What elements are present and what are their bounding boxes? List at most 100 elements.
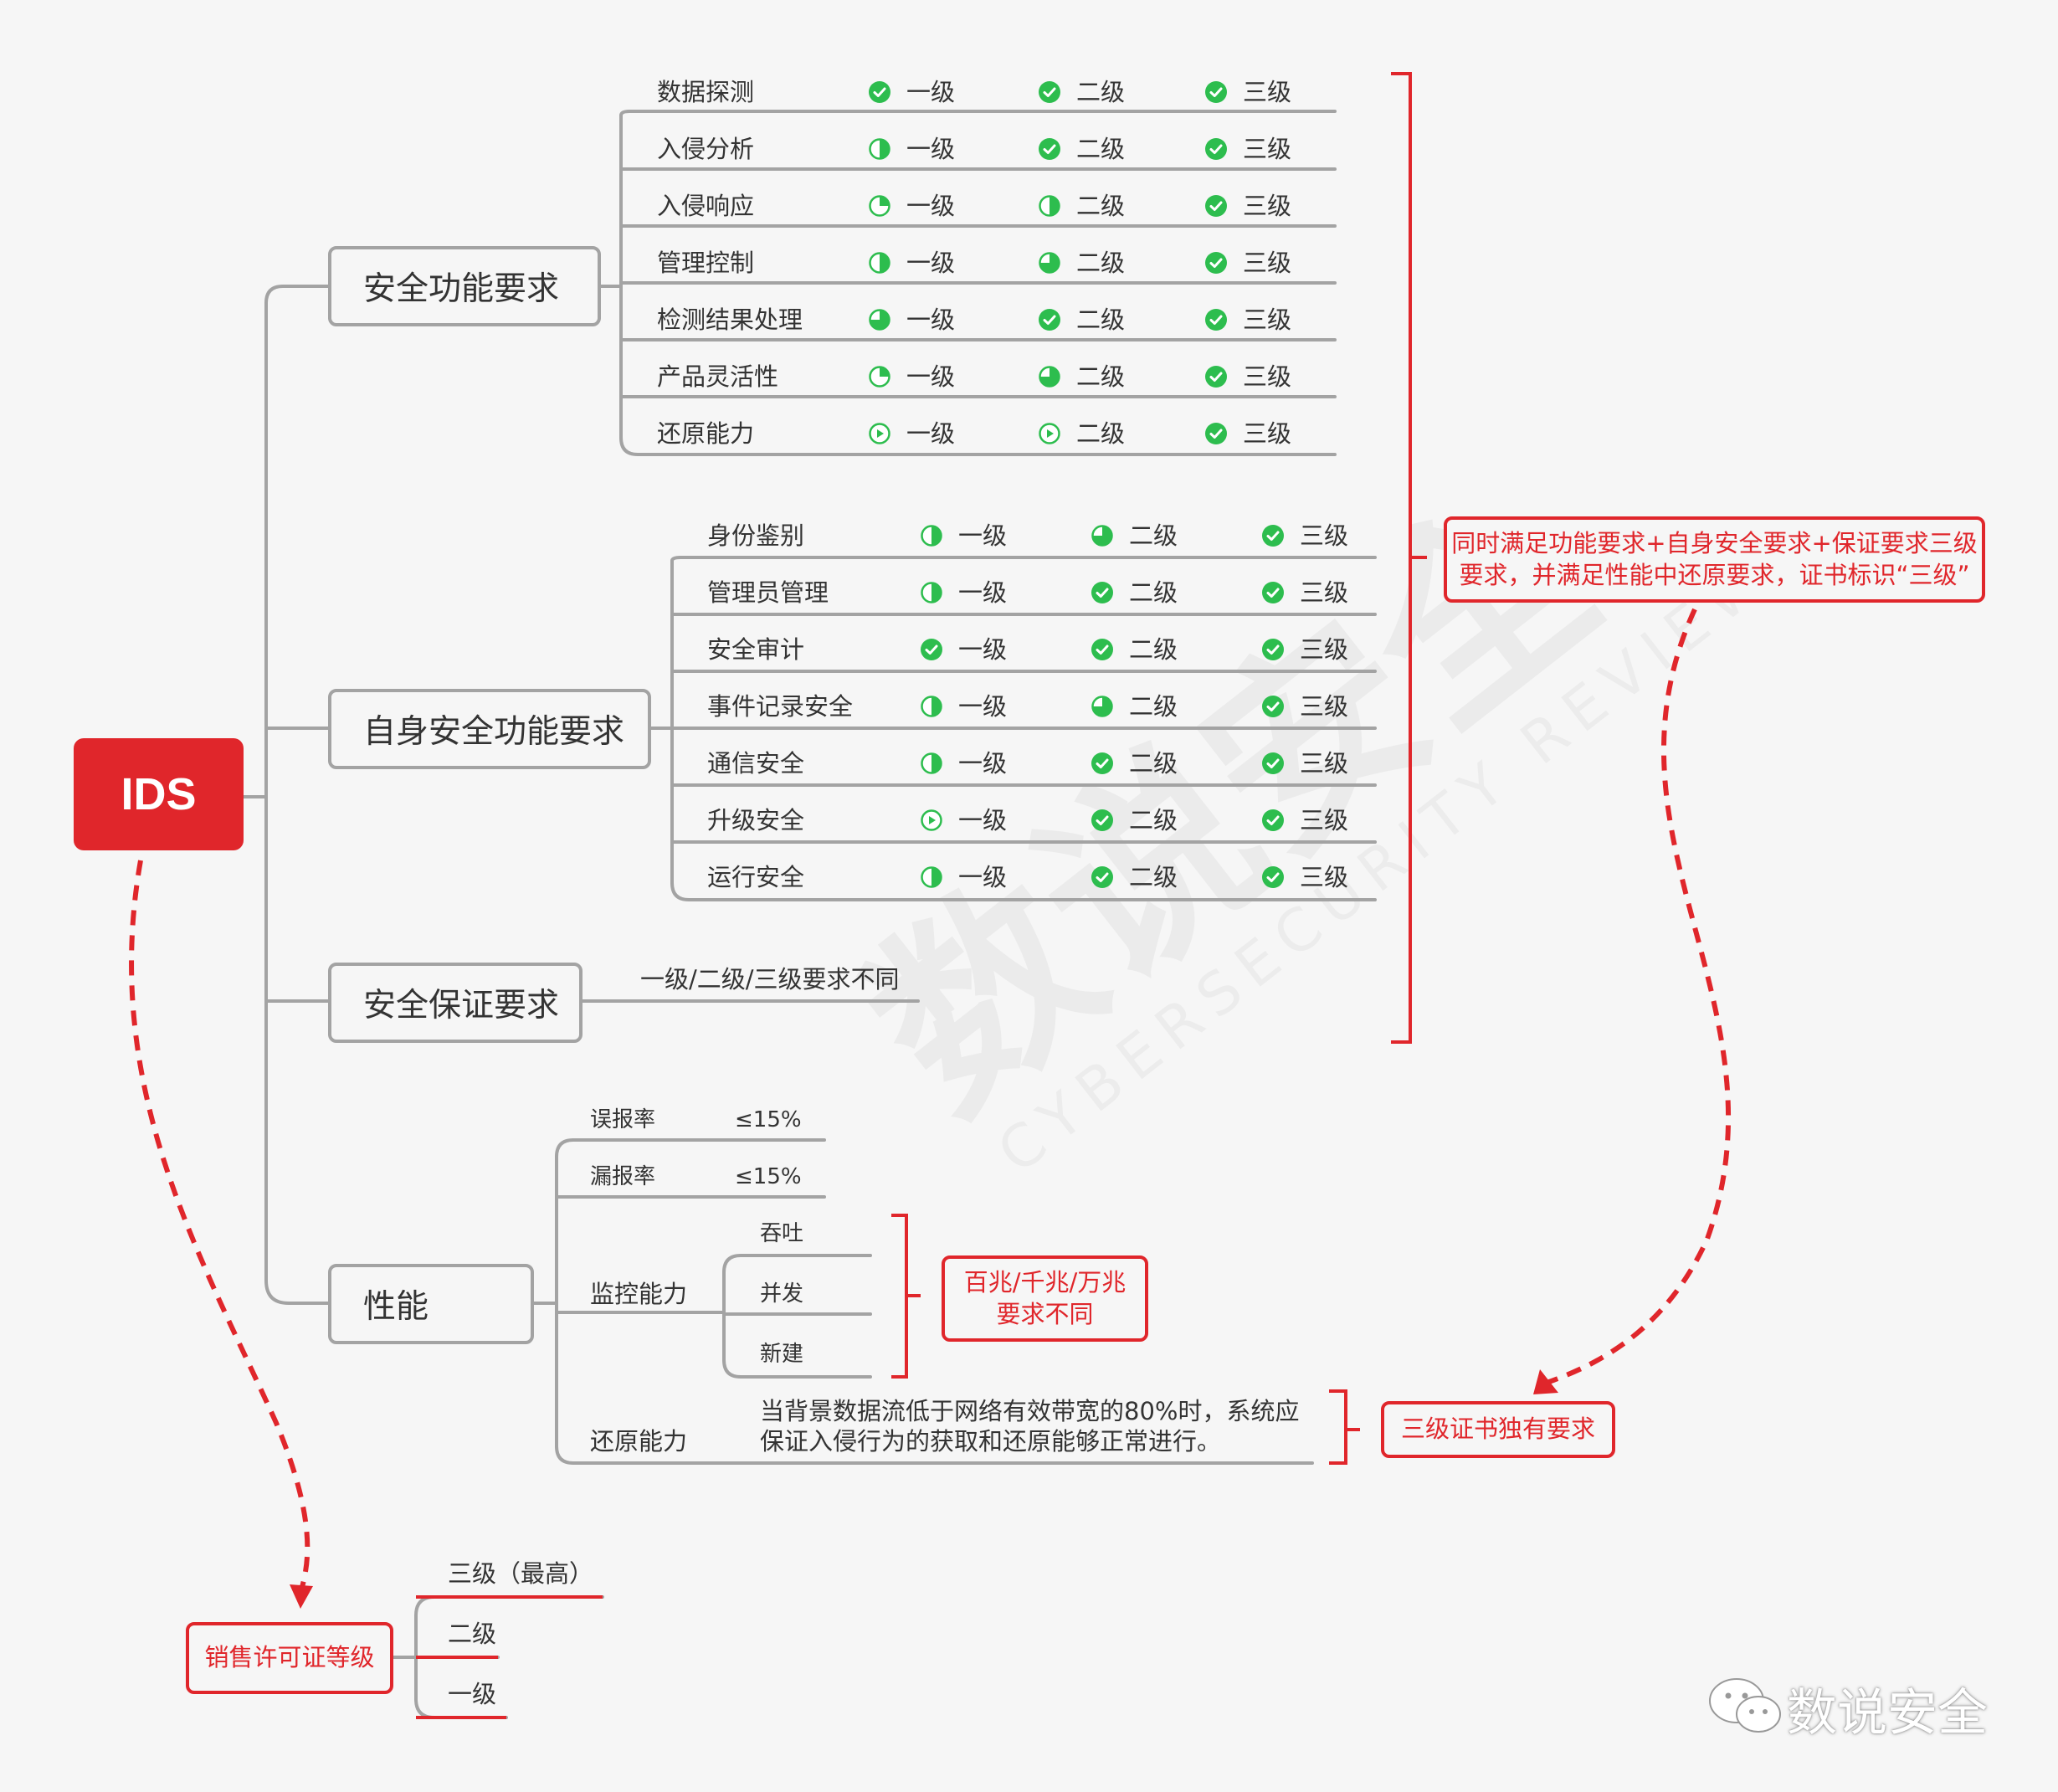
level-label: 二级 (1129, 635, 1178, 664)
level-label: 二级 (1076, 306, 1126, 334)
check-circle-icon (1039, 138, 1060, 160)
progress-three-quarter-icon (1039, 252, 1060, 274)
play-start-icon (921, 809, 942, 831)
brand-watermark: 数说安全 (1787, 1684, 1988, 1743)
requirement-label: 安全审计 (707, 635, 805, 664)
level-label: 一级 (906, 419, 956, 448)
level-label: 一级 (958, 806, 1008, 834)
level-label: 二级 (1076, 135, 1126, 163)
progress-half-icon (1039, 195, 1060, 217)
node-performance[interactable]: 性能 (328, 1264, 534, 1344)
check-circle-icon (1205, 309, 1227, 331)
level-label: 二级 (1129, 578, 1178, 607)
level-label: 二级 (1076, 78, 1126, 106)
level-label: 一级 (958, 692, 1008, 721)
check-circle-icon (1091, 582, 1113, 603)
check-circle-icon (1205, 423, 1227, 444)
level-label: 一级 (906, 306, 956, 334)
false-positive-value: ≤15% (735, 1107, 802, 1132)
level-label: 二级 (1129, 863, 1178, 891)
level-label: 二级 (1129, 749, 1178, 778)
false-negative-label: 漏报率 (590, 1164, 656, 1189)
node-sales-license-level[interactable]: 销售许可证等级 (186, 1622, 393, 1694)
level-label: 三级 (1243, 249, 1292, 277)
check-circle-icon (1262, 752, 1284, 774)
restore-description: 当背景数据流低于网络有效带宽的80%时，系统应保证入侵行为的获取和还原能够正常进… (760, 1397, 1300, 1456)
check-circle-icon (1262, 866, 1284, 888)
level-label: 二级 (1076, 362, 1126, 391)
progress-half-icon (921, 582, 942, 603)
requirement-label: 检测结果处理 (657, 306, 803, 334)
level-label: 一级 (906, 249, 956, 277)
monitoring-item-throughput: 吞吐 (760, 1221, 804, 1246)
requirement-label: 产品灵活性 (657, 362, 779, 391)
check-circle-icon (1091, 639, 1113, 660)
check-circle-icon (1205, 252, 1227, 274)
progress-half-icon (921, 752, 942, 774)
check-circle-icon (869, 81, 890, 103)
requirement-label: 身份鉴别 (707, 521, 805, 550)
root-node[interactable]: IDS (74, 738, 244, 850)
callout-level3-exclusive: 三级证书独有要求 (1381, 1401, 1615, 1458)
level-label: 一级 (958, 635, 1008, 664)
level-label: 二级 (1076, 249, 1126, 277)
false-positive-label: 误报率 (590, 1107, 656, 1132)
requirement-label: 事件记录安全 (707, 692, 854, 721)
requirement-label: 管理控制 (657, 249, 755, 277)
level-label: 三级 (1300, 749, 1349, 778)
progress-half-icon (921, 696, 942, 717)
level-label: 三级 (1243, 362, 1292, 391)
progress-half-icon (869, 252, 890, 274)
progress-half-icon (869, 138, 890, 160)
check-circle-icon (1205, 195, 1227, 217)
level-label: 二级 (1076, 192, 1126, 220)
requirement-label: 管理员管理 (707, 578, 829, 607)
monitoring-item-new-connections: 新建 (760, 1342, 804, 1367)
progress-three-quarter-icon (869, 309, 890, 331)
false-negative-value: ≤15% (735, 1164, 802, 1189)
level-label: 三级 (1300, 692, 1349, 721)
requirement-label: 入侵分析 (657, 135, 755, 163)
progress-quarter-icon (869, 366, 890, 388)
check-circle-icon (1262, 639, 1284, 660)
check-circle-icon (1039, 309, 1060, 331)
wechat-icon (1709, 1678, 1781, 1733)
node-assurance-requirements[interactable]: 安全保证要求 (328, 963, 583, 1043)
level-label: 三级 (1243, 306, 1292, 334)
level-label: 一级 (906, 362, 956, 391)
license-level-2: 二级 (448, 1620, 497, 1648)
check-circle-icon (921, 639, 942, 660)
check-circle-icon (1205, 366, 1227, 388)
level-label: 一级 (958, 521, 1008, 550)
level-label: 三级 (1243, 78, 1292, 106)
progress-half-icon (921, 525, 942, 547)
level-label: 一级 (958, 863, 1008, 891)
level-label: 一级 (958, 578, 1008, 607)
node-function-requirements[interactable]: 安全功能要求 (328, 246, 601, 326)
requirement-label: 运行安全 (707, 863, 805, 891)
callout-three-level-certificate: 同时满足功能要求+自身安全要求+保证要求三级 要求，并满足性能中还原要求，证书标… (1444, 516, 1985, 603)
check-circle-icon (1262, 809, 1284, 831)
check-circle-icon (1091, 866, 1113, 888)
level-label: 一级 (906, 78, 956, 106)
play-start-icon (869, 423, 890, 444)
license-level-1: 一级 (448, 1680, 497, 1708)
level-label: 一级 (906, 135, 956, 163)
level-label: 一级 (906, 192, 956, 220)
assurance-note: 一级/二级/三级要求不同 (640, 965, 900, 994)
level-label: 二级 (1076, 419, 1126, 448)
requirement-label: 通信安全 (707, 749, 805, 778)
node-self-security-requirements[interactable]: 自身安全功能要求 (328, 689, 651, 769)
check-circle-icon (1091, 809, 1113, 831)
level-label: 三级 (1300, 806, 1349, 834)
requirement-label: 数据探测 (657, 78, 755, 106)
progress-quarter-icon (869, 195, 890, 217)
check-circle-icon (1039, 81, 1060, 103)
check-circle-icon (1262, 525, 1284, 547)
level-label: 三级 (1300, 863, 1349, 891)
level-label: 三级 (1300, 635, 1349, 664)
monitoring-label: 监控能力 (590, 1280, 688, 1308)
level-label: 二级 (1129, 521, 1178, 550)
requirement-label: 入侵响应 (657, 192, 755, 220)
